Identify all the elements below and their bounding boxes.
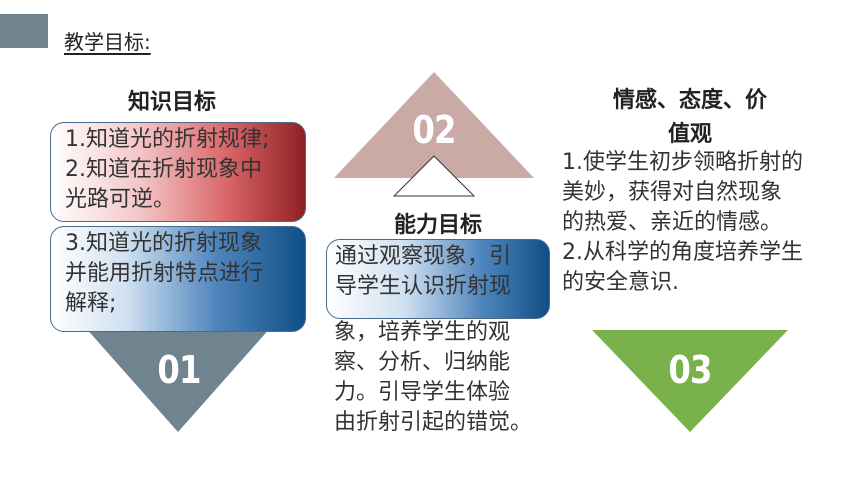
- knowledge-line: 2.知道在折射现象中: [65, 157, 262, 182]
- ability-line: 察、分析、归纳能: [334, 350, 511, 375]
- page-title: 教学目标:: [64, 30, 151, 54]
- knowledge-line: 解释;: [65, 291, 117, 316]
- ability-line: 导学生认识折射现: [335, 274, 512, 299]
- triangle-02-outline: [392, 155, 476, 197]
- triangle-03: [592, 330, 788, 432]
- emotion-line: 1.使学生初步领略折射的: [562, 150, 803, 175]
- ability-line: 象，培养学生的观: [334, 320, 511, 345]
- emotion-heading-line2: 值观: [667, 122, 712, 147]
- number-01: 01: [157, 348, 201, 392]
- knowledge-line: 并能用折射特点进行: [65, 261, 264, 286]
- number-02: 02: [412, 108, 456, 152]
- number-03: 03: [668, 348, 712, 392]
- knowledge-box-1: 1.知道光的折射规律; 2.知道在折射现象中 光路可逆。: [50, 122, 306, 222]
- ability-line: 通过观察现象，引: [335, 244, 512, 269]
- triangle-01: [84, 326, 272, 432]
- knowledge-heading: 知识目标: [127, 90, 216, 115]
- emotion-line: 的安全意识.: [562, 270, 679, 295]
- ability-box: 通过观察现象，引 导学生认识折射现: [326, 239, 550, 319]
- emotion-line: 2.从科学的角度培养学生: [562, 240, 803, 265]
- emotion-heading-line1: 情感、态度、价: [612, 88, 767, 113]
- ability-heading: 能力目标: [393, 213, 482, 238]
- emotion-line: 美妙，获得对自然现象: [562, 180, 783, 205]
- ability-text: 象，培养学生的观 察、分析、归纳能 力。引导学生体验 由折射引起的错觉。: [334, 318, 532, 438]
- emotion-line: 的热爱、亲近的情感。: [562, 210, 783, 235]
- ability-line: 力。引导学生体验: [334, 380, 511, 405]
- knowledge-box-2: 3.知道光的折射现象 并能用折射特点进行 解释;: [50, 226, 306, 332]
- emotion-text: 1.使学生初步领略折射的 美妙，获得对自然现象 的热爱、亲近的情感。 2.从科学…: [562, 148, 803, 298]
- ability-line: 由折射引起的错觉。: [334, 410, 533, 435]
- triangle-02: [334, 72, 534, 178]
- knowledge-line: 光路可逆。: [65, 187, 176, 212]
- header-accent-block: [0, 14, 48, 48]
- knowledge-line: 3.知道光的折射现象: [65, 231, 262, 256]
- knowledge-line: 1.知道光的折射规律;: [65, 127, 270, 152]
